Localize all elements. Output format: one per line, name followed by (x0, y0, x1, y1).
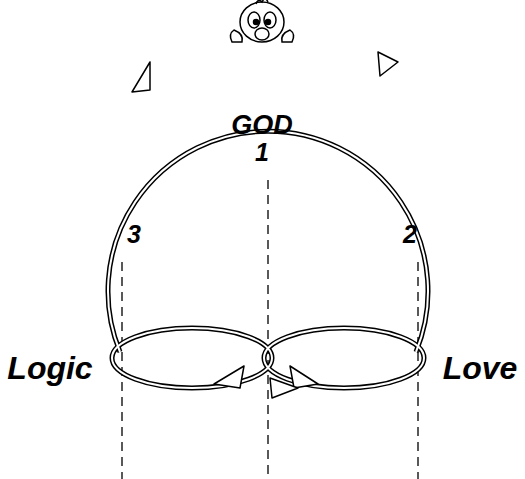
side-label: Logic (7, 352, 92, 384)
callout-number: 1 (255, 140, 269, 165)
side-label: Love (443, 352, 518, 384)
double-loop (108, 131, 428, 388)
callout-number: 2 (403, 222, 417, 247)
heading-label: GOD (231, 112, 293, 139)
callout-number: 3 (127, 222, 141, 247)
peeking-face (230, 0, 293, 42)
arrowheads (132, 52, 398, 398)
